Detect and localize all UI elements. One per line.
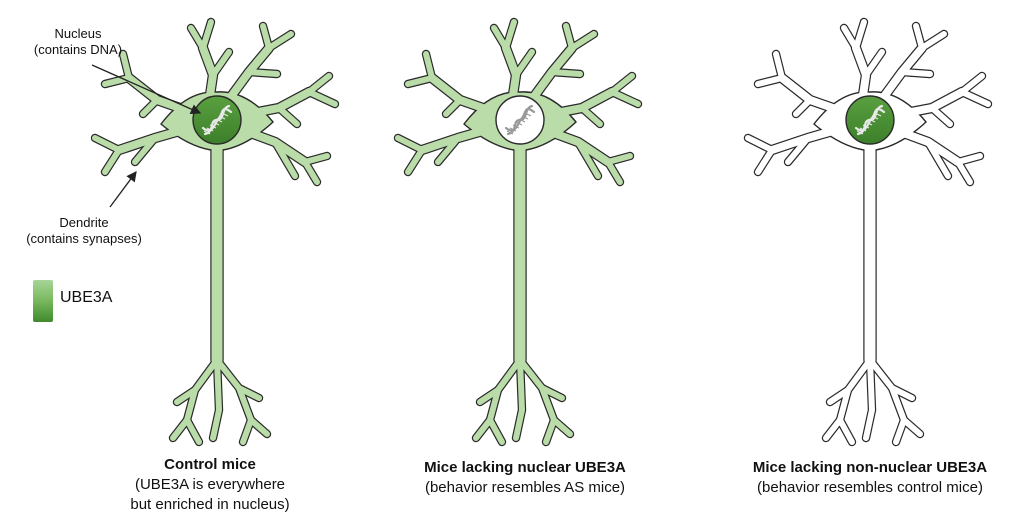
neurite-fill (309, 76, 329, 92)
neurite-fill (896, 420, 904, 442)
dendrite-pointer-arrow (110, 172, 136, 207)
neurite-fill (506, 22, 514, 48)
neuron-lacking-non-nuclear (748, 22, 988, 442)
nucleus-annotation-title: Nucleus (18, 26, 138, 42)
neurite-fill (612, 76, 632, 92)
caption-control-line-1: (UBE3A is everywhere (90, 475, 330, 495)
caption-lacking-nuclear-title: Mice lacking nuclear UBE3A (380, 458, 670, 478)
ube3a-legend-swatch (33, 280, 53, 322)
nucleus-annotation: Nucleus (contains DNA) (18, 26, 138, 58)
neuron-lacking-nuclear (398, 22, 638, 442)
dendrite-annotation-title: Dendrite (4, 215, 164, 231)
dendrite-annotation: Dendrite (contains synapses) (4, 215, 164, 247)
caption-lacking-non-nuclear-line-1: (behavior resembles control mice) (720, 478, 1020, 498)
neurite-fill (546, 420, 554, 442)
caption-control-title: Control mice (90, 455, 330, 475)
nucleus-annotation-note: (contains DNA) (18, 42, 138, 58)
caption-lacking-nuclear-line-1: (behavior resembles AS mice) (380, 478, 670, 498)
neurite-fill (213, 52, 229, 75)
dendrite-annotation-note: (contains synapses) (4, 231, 164, 247)
caption-control-line-2: but enriched in nucleus) (90, 495, 330, 515)
neurite-fill (516, 52, 532, 75)
neurite-fill (866, 52, 882, 75)
neurite-fill (243, 420, 251, 442)
caption-control: Control mice (UBE3A is everywhere but en… (90, 455, 330, 515)
ube3a-legend-label: UBE3A (60, 289, 112, 307)
neurite-fill (902, 72, 930, 74)
caption-lacking-non-nuclear: Mice lacking non-nuclear UBE3A (behavior… (720, 458, 1020, 498)
neurite-fill (249, 72, 277, 74)
neurite-fill (856, 22, 864, 48)
neurite-fill (552, 72, 580, 74)
caption-lacking-non-nuclear-title: Mice lacking non-nuclear UBE3A (720, 458, 1020, 478)
neurite-fill (962, 76, 982, 92)
caption-lacking-nuclear: Mice lacking nuclear UBE3A (behavior res… (380, 458, 670, 498)
neurite-fill (203, 22, 211, 48)
